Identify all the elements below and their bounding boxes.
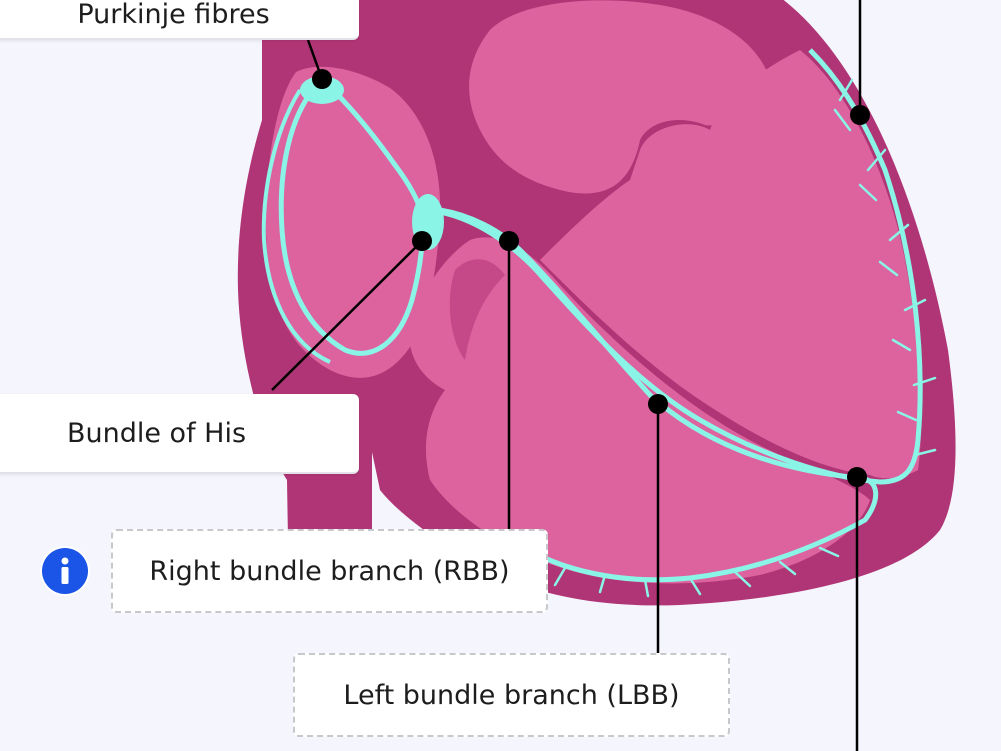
marker-purkinje-bottom — [847, 467, 867, 487]
label-purkinje-fibres[interactable]: Purkinje fibres — [0, 0, 359, 40]
marker-bundle-his — [412, 231, 432, 251]
marker-rbb — [499, 231, 519, 251]
label-right-bundle-branch-text: Right bundle branch (RBB) — [149, 556, 509, 587]
label-right-bundle-branch[interactable]: Right bundle branch (RBB) — [111, 529, 548, 613]
marker-sa-node — [312, 69, 332, 89]
label-left-bundle-branch[interactable]: Left bundle branch (LBB) — [293, 653, 730, 737]
marker-purkinje-right — [850, 105, 870, 125]
info-icon — [42, 548, 88, 594]
label-left-bundle-branch-text: Left bundle branch (LBB) — [343, 680, 679, 711]
label-bundle-of-his[interactable]: Bundle of His — [0, 394, 359, 474]
label-bundle-of-his-text: Bundle of His — [67, 418, 246, 449]
info-button[interactable] — [40, 546, 90, 596]
marker-lbb — [648, 394, 668, 414]
label-purkinje-fibres-text: Purkinje fibres — [77, 0, 269, 30]
